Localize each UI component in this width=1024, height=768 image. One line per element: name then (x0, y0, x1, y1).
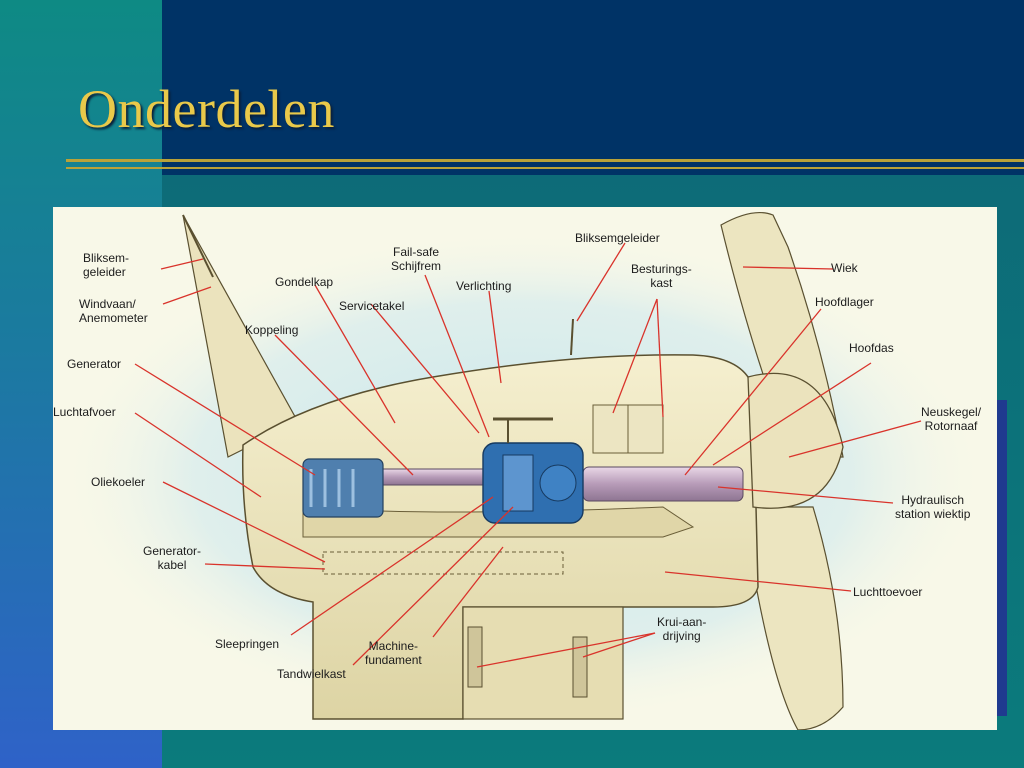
yaw-motor-right (572, 636, 588, 698)
label-bliksemgeleider-top: Bliksemgeleider (575, 231, 660, 245)
label-kruiaandrijving: Krui-aan- drijving (657, 615, 707, 643)
label-bliksemgeleider-left: Bliksem- geleider (83, 251, 130, 279)
leader-lines (134, 242, 922, 668)
label-wiek: Wiek (831, 261, 858, 275)
label-hydraulisch-station: Hydraulisch station wiektip (895, 493, 971, 521)
yaw-motor-left (467, 626, 483, 688)
label-machinefundament: Machine- fundament (365, 639, 422, 667)
lower-grating (322, 551, 564, 575)
label-windvaan: Windvaan/ Anemometer (79, 297, 148, 325)
label-generator: Generator (67, 357, 122, 371)
label-koppeling: Koppeling (245, 323, 299, 337)
wind-turbine-diagram: Bliksem- geleider Windvaan/ Anemometer G… (53, 207, 997, 730)
label-luchttoevoer: Luchttoevoer (853, 585, 923, 599)
lightning-rod-top (570, 318, 574, 356)
label-tandwielkast: Tandwielkast (277, 667, 346, 681)
coupling-shaft (382, 468, 484, 486)
turbine-illustration (53, 212, 993, 730)
label-failsafe-schijfrem: Fail-safe Schijfrem (391, 245, 442, 273)
label-besturingskast: Besturings- kast (631, 262, 692, 290)
generator-unit (302, 458, 384, 518)
rotor-blade-lower (742, 506, 844, 730)
label-neuskegel-rotornaaf: Neuskegel/ Rotornaaf (921, 405, 982, 433)
label-sleepringen: Sleepringen (215, 637, 280, 651)
label-generatorkabel: Generator- kabel (143, 544, 202, 572)
label-verlichting: Verlichting (456, 279, 512, 293)
main-shaft (582, 466, 744, 502)
tower-base (462, 606, 624, 720)
nose-cone (747, 372, 844, 509)
slide-title: Onderdelen (78, 79, 335, 139)
title-underline-thick (66, 159, 1024, 162)
label-hoofdas: Hoofdas (849, 341, 894, 355)
lightning-rod-left (182, 214, 214, 278)
label-oliekoeler: Oliekoeler (91, 475, 146, 489)
label-servicetakel: Servicetakel (339, 299, 405, 313)
label-luchtafvoer: Luchtafvoer (53, 405, 116, 419)
label-hoofdlager: Hoofdlager (815, 295, 874, 309)
label-gondelkap: Gondelkap (275, 275, 334, 289)
title-underline-thin (66, 167, 1024, 169)
